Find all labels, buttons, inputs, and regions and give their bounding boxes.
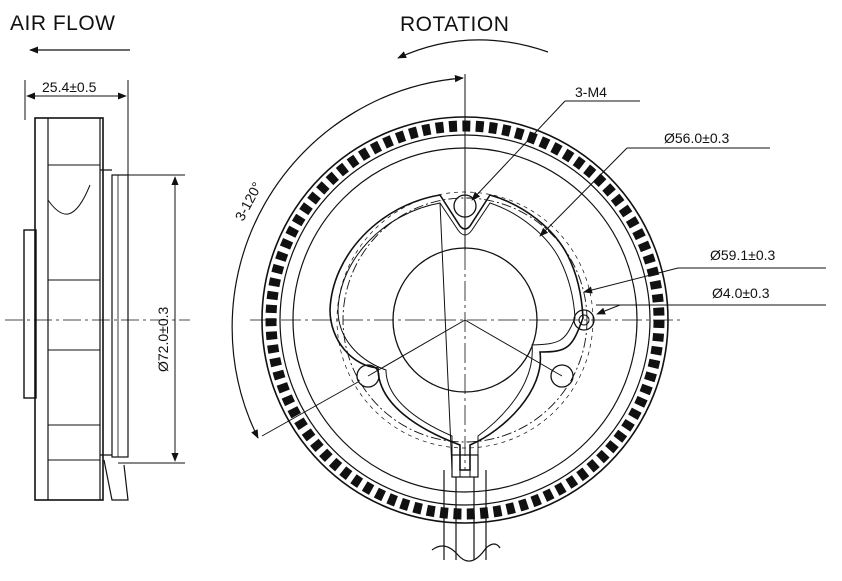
side-view: AIR FLOW 25.4±0.5 Ø72.0±0.3 <box>5 12 190 501</box>
diameter-56-label: Ø56.0±0.3 <box>664 130 729 146</box>
cable <box>443 470 487 560</box>
blade-ring <box>265 120 665 520</box>
diameter-4-label: Ø4.0±0.3 <box>712 285 770 301</box>
fan-body-outline <box>34 117 104 501</box>
hub-circle <box>392 247 538 393</box>
angle-arc <box>231 75 464 439</box>
outer-rim <box>261 116 669 524</box>
thickness-label: 25.4±0.5 <box>42 79 97 95</box>
mounting-plate-outline <box>329 194 584 471</box>
screw-hole-right <box>550 364 574 388</box>
air-flow-label: AIR FLOW <box>10 12 116 35</box>
screw-hole-top <box>453 194 477 218</box>
bolt-circle-56 <box>342 197 588 443</box>
screw-hole-left <box>356 364 380 388</box>
mounting-plate <box>111 174 129 458</box>
rotation-arrow-icon <box>397 39 549 59</box>
cable-connector <box>451 454 479 478</box>
angle-label: 3-120° <box>232 179 266 223</box>
diameter-59-label: Ø59.1±0.3 <box>710 247 775 263</box>
hub-bump <box>23 229 37 399</box>
front-view: ROTATION 3-120° <box>231 13 826 562</box>
screw-label: 3-M4 <box>575 84 607 100</box>
rotation-label: ROTATION <box>400 13 509 36</box>
outer-diameter-label: Ø72.0±0.3 <box>155 307 171 372</box>
pin-hole <box>573 309 595 331</box>
